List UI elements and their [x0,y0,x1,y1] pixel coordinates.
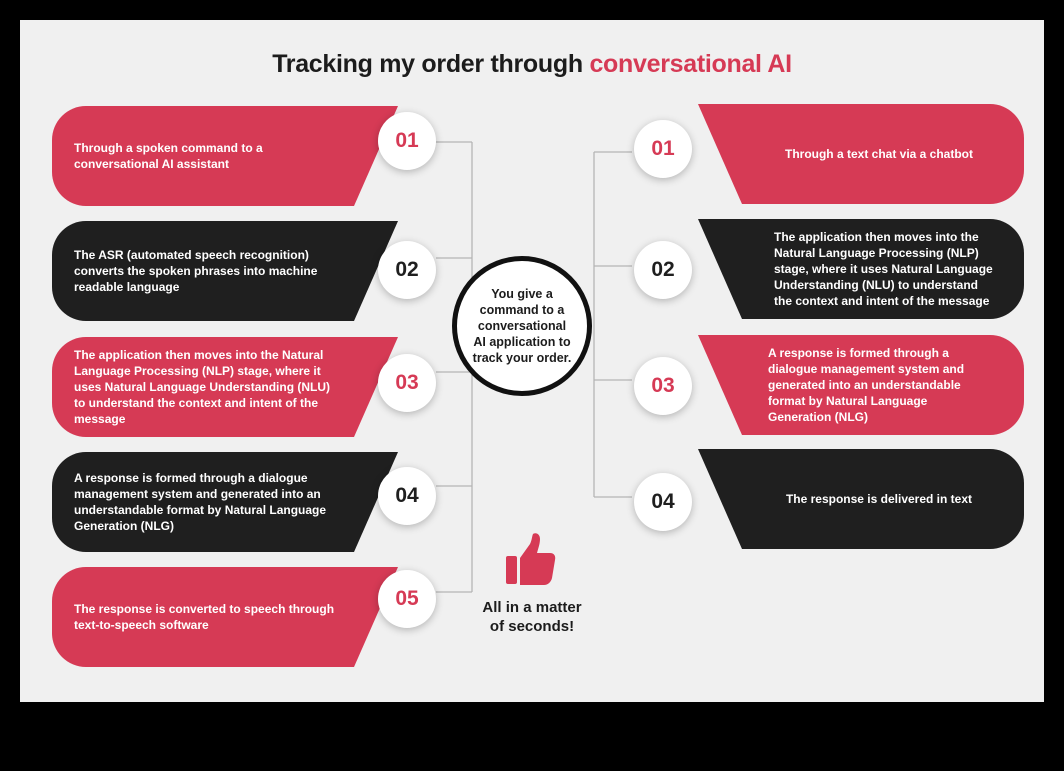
left-step-01-number: 01 [378,112,436,170]
right-step-02-number: 02 [634,241,692,299]
center-command-circle: You give a command to a conversational A… [452,256,592,396]
left-step-02-number: 02 [378,241,436,299]
title-prefix: Tracking my order through [272,50,590,78]
title-accent: conversational AI [589,50,792,78]
center-command-text: You give a command to a conversational A… [472,287,572,365]
right-step-04-text: The response is delivered in text [785,492,973,506]
right-step-03-text: A response is formed through a dialogue … [768,346,965,424]
left-step-02-text: The ASR (automated speech recognition) c… [74,248,318,294]
left-step-01-text: Through a spoken command to a conversati… [74,141,263,171]
left-step-05-card: The response is converted to speech thro… [52,567,348,667]
left-step-02-card: The ASR (automated speech recognition) c… [52,221,348,321]
left-step-05-text: The response is converted to speech thro… [74,602,335,632]
left-step-03-text: The application then moves into the Natu… [74,348,331,426]
left-step-03-number: 03 [378,354,436,412]
right-step-02-card: The application then moves into the Natu… [748,219,1024,319]
right-step-02-text: The application then moves into the Natu… [774,230,993,308]
left-step-03-card: The application then moves into the Natu… [52,337,348,437]
right-step-04-number: 04 [634,473,692,531]
thumbs-up-icon [506,533,556,585]
left-step-05-number: 05 [378,570,436,628]
right-step-03-number: 03 [634,357,692,415]
left-step-04-text: A response is formed through a dialogue … [74,471,327,533]
page-title: Tracking my order through conversational… [0,50,1064,79]
left-step-01-card: Through a spoken command to a conversati… [52,106,348,206]
right-step-01-text: Through a text chat via a chatbot [784,147,974,161]
footer-text: All in a matter of seconds! [482,599,582,635]
left-step-04-card: A response is formed through a dialogue … [52,452,348,552]
right-step-01-number: 01 [634,120,692,178]
right-step-04-card: The response is delivered in text [748,449,1024,549]
right-step-01-card: Through a text chat via a chatbot [748,104,1024,204]
right-step-03-card: A response is formed through a dialogue … [748,335,1024,435]
left-step-04-number: 04 [378,467,436,525]
